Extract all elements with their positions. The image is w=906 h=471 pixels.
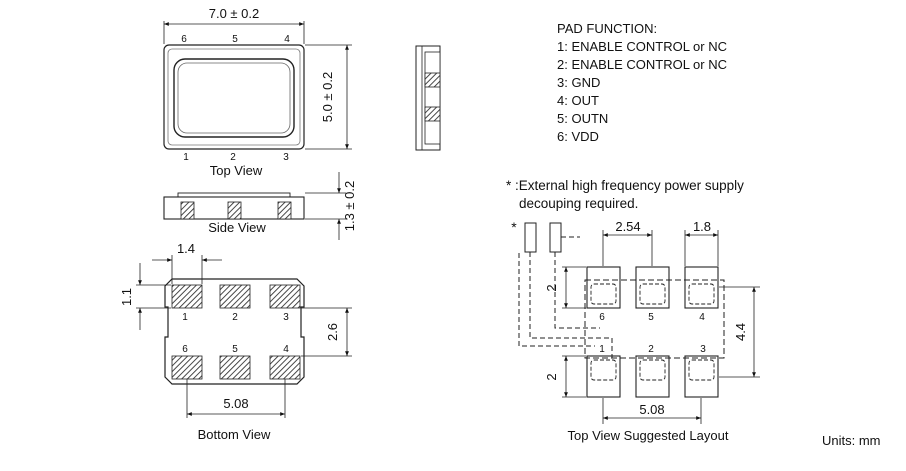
layout-pin-2: 2 <box>648 344 654 355</box>
bottom-view <box>136 255 352 418</box>
side-view <box>163 172 346 240</box>
side-height-label: 1.3 ± 0.2 <box>342 181 357 232</box>
layout-title: Top View Suggested Layout <box>568 428 729 443</box>
top-view-pin-6: 6 <box>181 34 187 45</box>
pad-height-label: 1.1 <box>119 288 134 306</box>
bottom-pad-3 <box>269 284 301 309</box>
bottom-view-pin-2: 2 <box>232 312 238 323</box>
bottom-view-pin-6: 6 <box>182 344 188 355</box>
bottom-pad-1 <box>171 284 203 309</box>
end-view <box>415 45 441 151</box>
pad-function-item: 2: ENABLE CONTROL or NC <box>557 57 728 72</box>
capacitor-pad-left <box>524 222 537 253</box>
layout-pin-5: 5 <box>648 312 654 323</box>
pad-width-label: 1.4 <box>177 241 195 256</box>
decoupling-note: * :External high frequency power supply … <box>506 177 744 213</box>
layout-pad-height-bottom-label: 2 <box>544 373 559 380</box>
pad-function-item: 6: VDD <box>557 129 599 144</box>
top-width-label: 7.0 ± 0.2 <box>209 6 260 21</box>
top-view-pin-3: 3 <box>283 152 289 163</box>
bottom-view-pin-1: 1 <box>182 312 188 323</box>
pad-function-item: 1: ENABLE CONTROL or NC <box>557 39 728 54</box>
layout-pin-6: 6 <box>599 312 605 323</box>
suggested-layout <box>518 222 760 424</box>
bottom-view-pin-3: 3 <box>283 312 289 323</box>
layout-column-span-label: 5.08 <box>639 402 664 417</box>
pad-function-item: 4: OUT <box>557 93 599 108</box>
bottom-view-pin-4: 4 <box>283 344 289 355</box>
top-view <box>163 21 352 150</box>
side-view-title: Side View <box>208 220 266 235</box>
pad-function-title: PAD FUNCTION: <box>557 21 658 36</box>
pad-column-span-label: 5.08 <box>223 396 248 411</box>
pad-function-item: 3: GND <box>557 75 601 90</box>
layout-pin-4: 4 <box>699 312 705 323</box>
bottom-pad-5 <box>219 355 251 380</box>
top-view-pin-2: 2 <box>230 152 236 163</box>
top-view-pin-4: 4 <box>284 34 290 45</box>
pad-row-spacing-label: 2.6 <box>325 323 340 341</box>
bottom-view-pin-5: 5 <box>232 344 238 355</box>
bottom-view-title: Bottom View <box>198 427 271 442</box>
capacitor-pad-right <box>549 222 562 253</box>
pad-function-item: 5: OUTN <box>557 111 609 126</box>
top-height-label: 5.0 ± 0.2 <box>320 72 335 123</box>
layout-pad-height-top-label: 2 <box>544 284 559 291</box>
note-line-1: * :External high frequency power supply <box>506 178 744 193</box>
top-view-title: Top View <box>210 163 263 178</box>
layout-pin-3: 3 <box>700 344 706 355</box>
note-line-2: decouping required. <box>519 196 639 211</box>
capacitor-marker: * <box>511 219 517 235</box>
bottom-pad-6 <box>171 355 203 380</box>
bottom-pad-4 <box>269 355 301 380</box>
units-label: Units: mm <box>822 433 881 448</box>
layout-pad-width-label: 1.8 <box>693 219 711 234</box>
pad-function-list: PAD FUNCTION: 1: ENABLE CONTROL or NC 2:… <box>557 20 727 146</box>
top-view-pin-1: 1 <box>183 152 189 163</box>
layout-pitch-label: 2.54 <box>615 219 640 234</box>
layout-pin-1: 1 <box>599 344 605 355</box>
top-view-pin-5: 5 <box>232 34 238 45</box>
bottom-pad-2 <box>219 284 251 309</box>
layout-row-spacing-label: 4.4 <box>733 323 748 341</box>
